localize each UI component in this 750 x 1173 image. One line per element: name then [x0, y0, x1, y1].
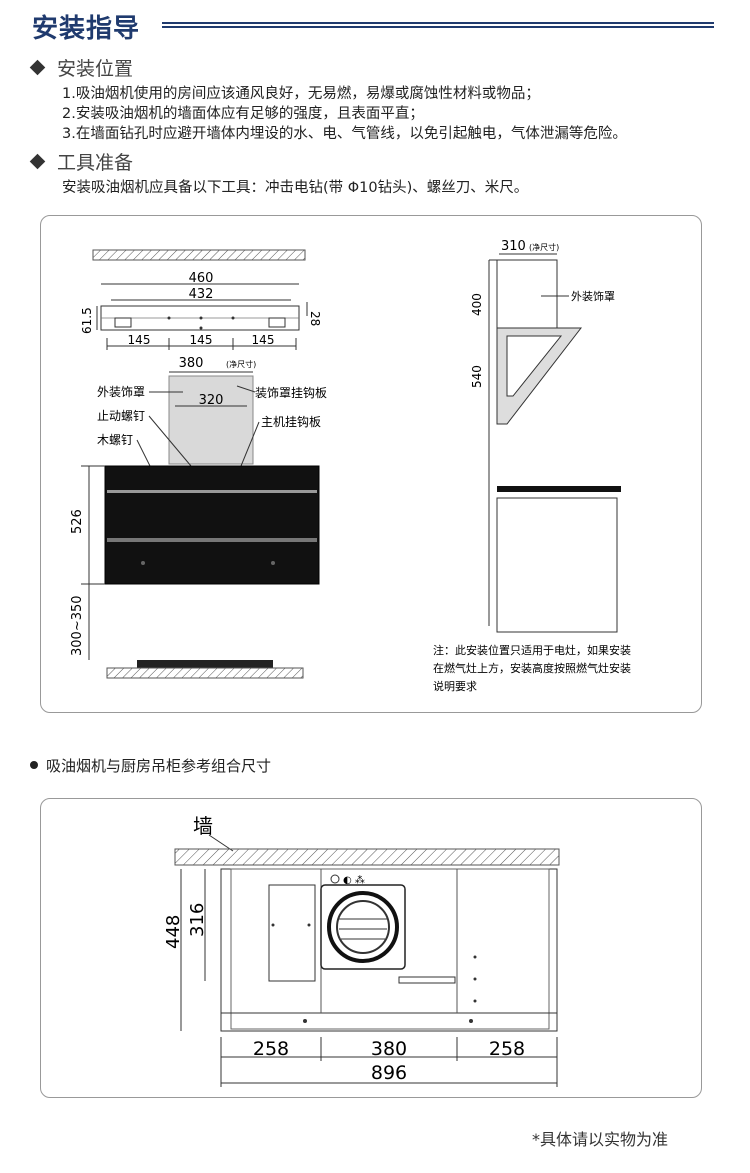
cooktop: [137, 660, 273, 668]
dim-316: 316: [187, 903, 208, 937]
outer-cover-front: [168, 375, 254, 465]
combo-diagram-box: 墙 ◐ ⁂ 448 316 258 380 258 896: [40, 798, 702, 1098]
diamond-bullet-icon: [29, 153, 46, 170]
dim-432: 432: [189, 287, 214, 302]
footnote: *具体请以实物为准: [532, 1130, 669, 1149]
dim-540: 540: [470, 365, 484, 388]
dim-896: 896: [371, 1062, 407, 1084]
dim-380: 380: [179, 356, 204, 371]
install-item-3: 3.在墙面钻孔时应避开墙体内埋设的水、电、气管线，以免引起触电，气体泄漏等危险。: [62, 126, 627, 142]
dim-145-a: 145: [128, 333, 151, 347]
fan-duct: [320, 884, 406, 970]
side-cooktop: [497, 486, 621, 492]
bullet-dot-icon: [30, 761, 38, 769]
label-outer-cover: 外装饰罩: [97, 385, 145, 399]
note-line-3: 说明要求: [433, 679, 477, 693]
dim-310: 310: [501, 239, 526, 254]
dim-448: 448: [163, 915, 184, 949]
title-divider: [162, 22, 714, 28]
page-title: 安装指导: [32, 14, 141, 44]
installation-diagram: 460 432 28 61.5 145 145 145 380 (净尺寸) 32…: [70, 239, 631, 693]
label-cover-hook: 装饰罩挂钩板: [255, 386, 327, 400]
combo-bullet: 吸油烟机与厨房吊柜参考组合尺寸: [30, 755, 271, 776]
section-tools: 工具准备: [29, 148, 134, 175]
label-outer-cover-side: 外装饰罩: [571, 289, 615, 303]
section-heading: 工具准备: [57, 152, 134, 174]
label-main-hook: 主机挂钩板: [261, 415, 321, 429]
diamond-bullet-icon: [29, 59, 46, 76]
hood-body: [104, 465, 320, 585]
combo-diagram: 墙 ◐ ⁂ 448 316 258 380 258 896: [163, 814, 560, 1087]
counter-hatch: [106, 667, 304, 679]
label-wood-screw: 木螺钉: [97, 433, 133, 447]
side-panel: [268, 884, 316, 982]
fan-ring: [327, 891, 399, 963]
ceiling-hatch: [92, 249, 306, 261]
dim-61-5: 61.5: [80, 307, 94, 334]
dim-145-b: 145: [190, 333, 213, 347]
dim-258-right: 258: [489, 1038, 525, 1060]
tools-text: 安装吸油烟机应具备以下工具：冲击电钻(带 Φ10钻头)、螺丝刀、米尺。: [62, 180, 529, 196]
side-cabinet: [496, 497, 618, 633]
dim-400: 400: [470, 293, 484, 316]
section-heading: 安装位置: [57, 58, 134, 80]
install-item-1: 1.吸油烟机使用的房间应该通风良好，无易燃，易爆或腐蚀性材料或物品；: [62, 86, 540, 102]
dim-258-left: 258: [253, 1038, 289, 1060]
installation-diagram-box: 460 432 28 61.5 145 145 145 380 (净尺寸) 32…: [40, 215, 702, 713]
dim-300-350: 300~350: [70, 595, 85, 656]
dim-28: 28: [308, 311, 322, 326]
dim-320: 320: [199, 393, 224, 408]
combo-bullet-text: 吸油烟机与厨房吊柜参考组合尺寸: [46, 757, 272, 775]
side-cover: [496, 259, 558, 329]
note-line-2: 在燃气灶上方，安装高度按照燃气灶安装: [433, 661, 631, 675]
label-wall: 墙: [193, 814, 213, 838]
net-size-label-2: (净尺寸): [529, 242, 559, 252]
vent-symbol-icon: ◐ ⁂: [343, 874, 365, 886]
dim-145-c: 145: [252, 333, 275, 347]
dim-460: 460: [189, 271, 214, 286]
wall-hatch: [174, 848, 560, 866]
dim-380-combo: 380: [371, 1038, 407, 1060]
label-stop-screw: 止动螺钉: [97, 409, 145, 423]
note-line-1: 注：此安装位置只适用于电灶，如果安装: [433, 643, 631, 657]
install-item-2: 2.安装吸油烟机的墙面体应有足够的强度，且表面平直；: [62, 106, 424, 122]
net-size-label: (净尺寸): [226, 359, 256, 369]
dim-526: 526: [70, 509, 85, 534]
section-install-position: 安装位置: [29, 54, 134, 81]
